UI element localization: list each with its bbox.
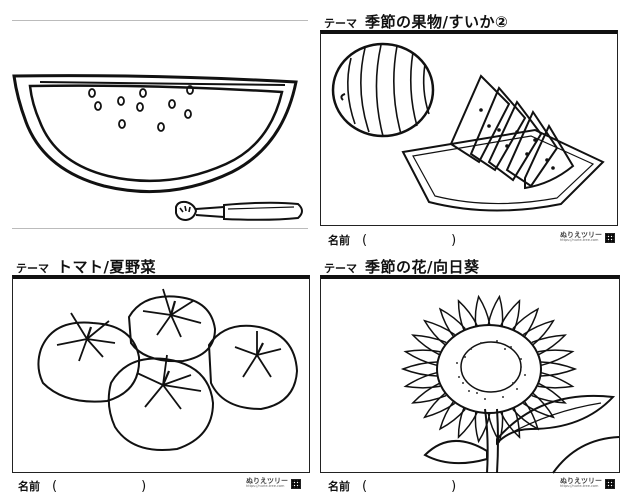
name-field: 名前 ( ) <box>328 478 456 494</box>
site-logo: ぬりえツリー https://nurie-tree.com <box>560 232 615 243</box>
sunflower-petal <box>532 383 565 403</box>
sunflower-petal <box>538 373 573 388</box>
panel-watermelon: テーマ 季節の果物/すいか② 名前 <box>320 0 630 250</box>
logo-text: ぬりえツリー <box>246 477 288 485</box>
watermelon-drawing <box>321 34 617 226</box>
sunflower-drawing <box>321 279 619 473</box>
sunflower-petal <box>488 297 502 327</box>
site-logo: ぬりえツリー https://nurie-tree.com <box>246 478 301 489</box>
panel-tomato: テーマ トマト/夏野菜 名前 ( ) <box>12 252 312 502</box>
theme-title: 季節の花/向日葵 <box>365 258 480 276</box>
sunflower-petal <box>513 309 538 337</box>
logo-text: ぬりえツリー <box>560 231 602 239</box>
name-close-paren: ) <box>451 232 457 248</box>
sunflower-petal <box>459 408 478 438</box>
sunflower-petal <box>501 301 520 331</box>
name-close-paren: ) <box>141 478 147 494</box>
sunflower-petal <box>413 335 446 355</box>
bottom-divider <box>12 228 308 229</box>
qr-code-icon <box>605 232 615 243</box>
name-field: 名前 ( ) <box>18 478 146 494</box>
qr-code-icon <box>605 478 615 489</box>
sunflower-petal <box>523 393 553 417</box>
logo-url: https://nurie-tree.com <box>560 238 599 242</box>
theme-label: テーマ <box>324 262 357 275</box>
name-label: 名前 <box>328 480 350 493</box>
theme-title: トマト/夏野菜 <box>57 258 156 276</box>
sunflower-petal <box>425 321 455 345</box>
sunflower-petal <box>440 309 465 337</box>
drawing-frame <box>320 275 620 473</box>
name-label: 名前 <box>328 234 350 247</box>
sunflower-petal <box>475 297 489 327</box>
panel-sunflower: テーマ 季節の花/向日葵 名前 ( ) <box>320 252 625 502</box>
theme-header: テーマ 季節の花/向日葵 <box>324 256 479 277</box>
theme-title: 季節の果物/すいか② <box>365 13 509 31</box>
logo-url: https://nurie-tree.com <box>560 484 599 488</box>
sunflower-petal <box>488 412 502 442</box>
theme-label: テーマ <box>324 17 357 30</box>
spoon-fork-icon <box>170 195 310 235</box>
logo-text: ぬりえツリー <box>560 477 602 485</box>
sunflower-petal <box>440 401 465 429</box>
name-label: 名前 <box>18 480 40 493</box>
sunflower-petal <box>406 350 441 365</box>
sunflower-petal <box>459 301 478 331</box>
watermelon-slice-drawing <box>0 0 310 240</box>
tomato-drawing <box>13 279 309 473</box>
sunflower-petal <box>538 350 573 365</box>
qr-code-icon <box>291 478 301 489</box>
name-field: 名前 ( ) <box>328 232 456 248</box>
name-close-paren: ) <box>451 478 457 494</box>
sunflower-petal <box>475 412 489 442</box>
name-open-paren: ( <box>362 232 368 248</box>
top-divider <box>12 20 308 21</box>
drawing-frame <box>12 275 310 473</box>
panel-watermelon-slice <box>0 0 310 240</box>
name-open-paren: ( <box>52 478 58 494</box>
site-logo: ぬりえツリー https://nurie-tree.com <box>560 478 615 489</box>
name-open-paren: ( <box>362 478 368 494</box>
theme-label: テーマ <box>16 262 49 275</box>
theme-header: テーマ トマト/夏野菜 <box>16 256 156 277</box>
sunflower-petal <box>501 408 520 438</box>
logo-url: https://nurie-tree.com <box>246 484 285 488</box>
drawing-frame <box>320 30 618 226</box>
theme-header: テーマ 季節の果物/すいか② <box>324 11 508 32</box>
